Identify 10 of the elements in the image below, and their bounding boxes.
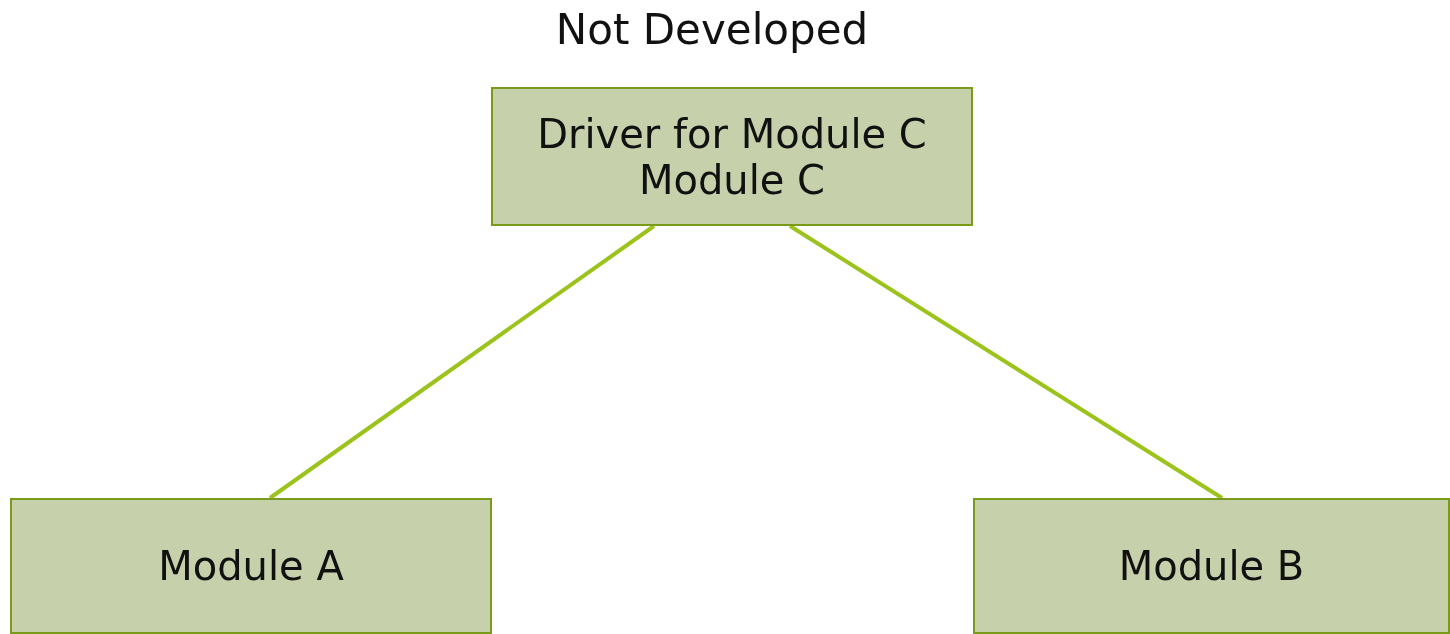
box-label: Driver for Module C bbox=[537, 110, 927, 157]
box-label: Module A bbox=[158, 543, 344, 589]
box-label: Module B bbox=[1118, 543, 1305, 589]
module-box bbox=[10, 498, 492, 634]
module-box bbox=[973, 498, 1450, 634]
module-box bbox=[491, 87, 973, 226]
connector-line bbox=[788, 224, 1224, 500]
connector-line bbox=[268, 224, 656, 500]
box-label: Module C bbox=[638, 156, 826, 203]
status-caption: Not Developed bbox=[555, 5, 869, 54]
